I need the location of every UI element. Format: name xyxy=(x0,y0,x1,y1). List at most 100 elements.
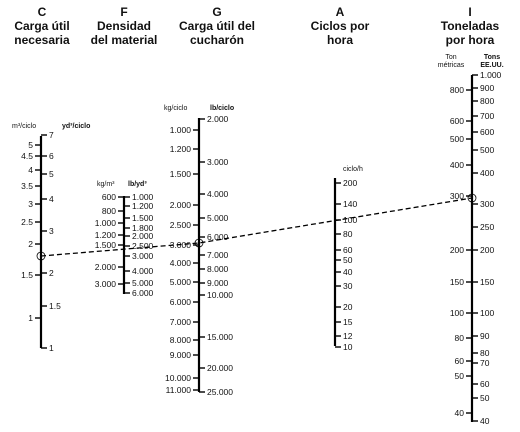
header-i-line1: Toneladas xyxy=(441,19,500,33)
header-f-letter: F xyxy=(120,5,127,19)
header-c-line2: necesaria xyxy=(14,33,70,47)
scale-g-right-label: 9.000 xyxy=(207,278,229,288)
unit-g-right: lb/ciclo xyxy=(210,105,234,112)
scale-a-right-label: 140 xyxy=(343,199,357,209)
scale-g-right-label: 8.000 xyxy=(207,264,229,274)
scale-g-left-label: 8.000 xyxy=(170,335,192,345)
header-f-line1: Densidad xyxy=(97,19,151,33)
scale-c-right-label: 7 xyxy=(49,130,54,140)
scale-c-right-label: 1.5 xyxy=(49,301,61,311)
header-f: F Densidad del material xyxy=(91,5,158,47)
scale-g-right-label: 5.000 xyxy=(207,213,229,223)
scale-g-left-label: 2.500 xyxy=(170,220,192,230)
scale-g-right-label: 4.000 xyxy=(207,189,229,199)
header-i: I Toneladas por hora xyxy=(441,5,500,47)
scale-i-right-label: 100 xyxy=(480,308,494,318)
scale-ticks: 54.543.532.521.517654321.516008001.0001.… xyxy=(21,70,501,426)
scale-i-left-label: 60 xyxy=(455,356,465,366)
scale-i-right-label: 800 xyxy=(480,96,494,106)
scale-f-left-label: 1.200 xyxy=(95,230,117,240)
scale-a-right-label: 60 xyxy=(343,245,353,255)
scale-g-left-label: 6.000 xyxy=(170,297,192,307)
header-c: C Carga útil necesaria xyxy=(14,5,70,47)
scale-i-left-label: 800 xyxy=(450,85,464,95)
scale-i-right-label: 50 xyxy=(480,393,490,403)
scale-g-right-label: 3.000 xyxy=(207,157,229,167)
scale-i-right-label: 60 xyxy=(480,379,490,389)
unit-c-left: m³/ciclo xyxy=(12,123,36,130)
scale-f-right-label: 3.000 xyxy=(132,251,154,261)
scale-g-right-label: 7.000 xyxy=(207,250,229,260)
scale-i-left-label: 300 xyxy=(450,191,464,201)
scale-f-left-label: 1.500 xyxy=(95,240,117,250)
unit-f-right: lb/yd³ xyxy=(128,181,147,188)
scale-i-left-label: 400 xyxy=(450,160,464,170)
scale-g-left-label: 5.000 xyxy=(170,277,192,287)
scale-i-right-label: 600 xyxy=(480,127,494,137)
scale-g-right-label: 2.000 xyxy=(207,114,229,124)
scale-g-left-label: 9.000 xyxy=(170,350,192,360)
scale-a-right-label: 100 xyxy=(343,215,357,225)
scale-i-right-label: 80 xyxy=(480,348,490,358)
scale-i-left-label: 600 xyxy=(450,116,464,126)
scale-i-right-label: 150 xyxy=(480,277,494,287)
scale-i-left-label: 50 xyxy=(455,371,465,381)
scale-g-left-label: 1.200 xyxy=(170,144,192,154)
scale-c-right-label: 5 xyxy=(49,169,54,179)
isopleth-marker-g xyxy=(194,238,204,248)
header-a: A Ciclos por hora xyxy=(311,5,370,47)
scale-a-right-label: 12 xyxy=(343,331,353,341)
scale-c-left-label: 1 xyxy=(28,313,33,323)
header-f-line2: del material xyxy=(91,33,158,47)
scale-i-right-label: 90 xyxy=(480,331,490,341)
scale-a-right-label: 30 xyxy=(343,281,353,291)
scale-g-right-label: 15.000 xyxy=(207,332,233,342)
scale-f-left-label: 1.000 xyxy=(95,218,117,228)
header-g-letter: G xyxy=(212,5,221,19)
unit-c-right: yd³/ciclo xyxy=(62,123,90,130)
scale-c-left-label: 1.5 xyxy=(21,270,33,280)
scale-f-right-label: 1.000 xyxy=(132,192,154,202)
header-a-line1: Ciclos por xyxy=(311,19,370,33)
scale-c-left-label: 2.5 xyxy=(21,217,33,227)
scale-a-right-label: 20 xyxy=(343,302,353,312)
isopleth-marker-c xyxy=(36,251,46,261)
scale-a-right-label: 15 xyxy=(343,317,353,327)
header-a-line2: hora xyxy=(327,33,353,47)
scale-c-right-label: 2 xyxy=(49,268,54,278)
header-g-line2: cucharón xyxy=(190,33,244,47)
scale-g-left-label: 2.000 xyxy=(170,200,192,210)
scale-i-right-label: 500 xyxy=(480,145,494,155)
header-i-letter: I xyxy=(468,5,471,19)
scale-i-right-label: 400 xyxy=(480,168,494,178)
scale-g-left-label: 4.000 xyxy=(170,258,192,268)
scale-i-right-label: 70 xyxy=(480,358,490,368)
unit-g-left: kg/ciclo xyxy=(164,105,187,112)
scale-f-right-label: 5.000 xyxy=(132,278,154,288)
scale-f-right-label: 1.200 xyxy=(132,201,154,211)
scale-a-right-label: 10 xyxy=(343,342,353,352)
scale-i-left-label: 80 xyxy=(455,333,465,343)
scale-a-right-label: 80 xyxy=(343,229,353,239)
scale-f-left-label: 800 xyxy=(102,206,116,216)
scale-i-left-label: 40 xyxy=(455,408,465,418)
scale-g-left-label: 7.000 xyxy=(170,317,192,327)
header-c-letter: C xyxy=(38,5,47,19)
scale-i-left-label: 150 xyxy=(450,277,464,287)
header-c-line1: Carga útil xyxy=(14,19,69,33)
scale-i-right-label: 1.000 xyxy=(480,70,502,80)
scale-c-right-label: 4 xyxy=(49,194,54,204)
scale-f-right-label: 1.800 xyxy=(132,223,154,233)
header-g: G Carga útil del cucharón xyxy=(179,5,255,47)
scale-c-left-label: 5 xyxy=(28,140,33,150)
isopleth-marker-i xyxy=(467,193,477,203)
scale-c-left-label: 4.5 xyxy=(21,151,33,161)
scale-i-left-label: 500 xyxy=(450,134,464,144)
scale-f-left-label: 2.000 xyxy=(95,262,117,272)
scale-i-right-label: 700 xyxy=(480,111,494,121)
scale-g-left-label: 1.500 xyxy=(170,169,192,179)
scale-c-left-label: 2 xyxy=(28,239,33,249)
scale-c-left-label: 3.5 xyxy=(21,181,33,191)
scale-f-right-label: 2.000 xyxy=(132,231,154,241)
